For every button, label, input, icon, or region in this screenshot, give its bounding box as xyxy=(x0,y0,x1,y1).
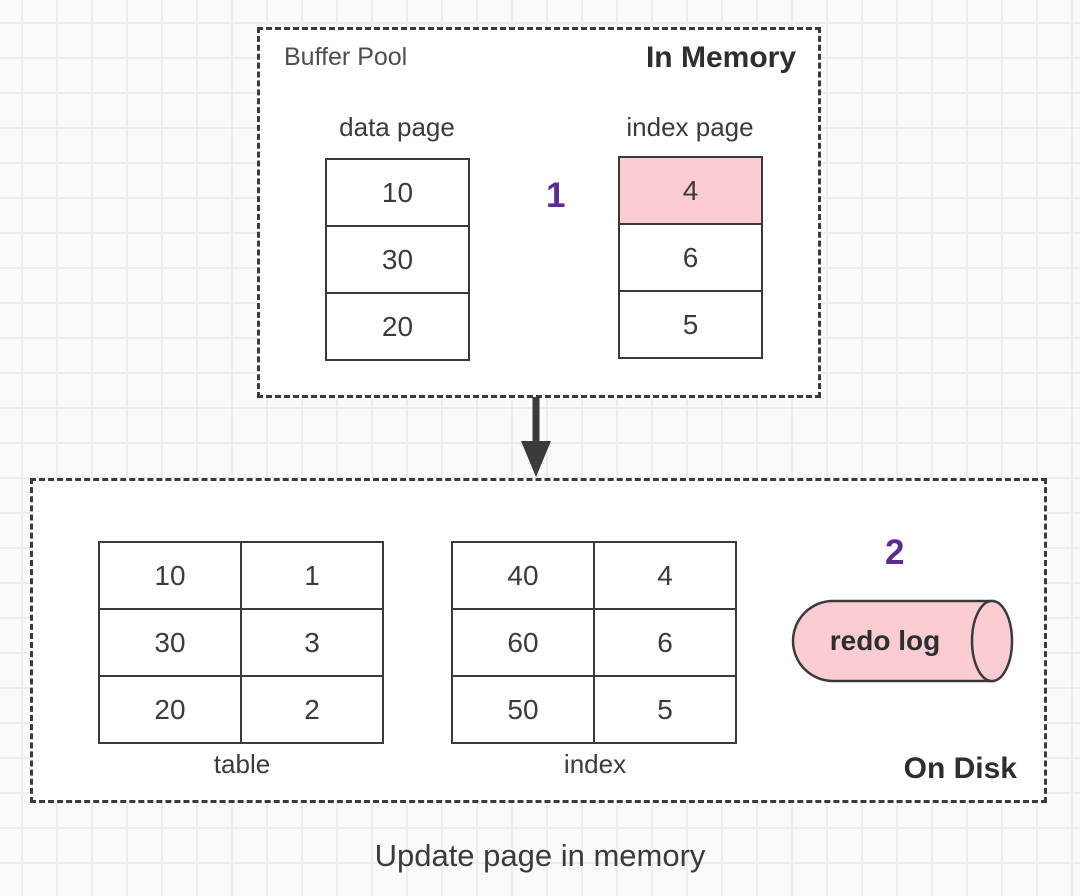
table-cell: 20 xyxy=(98,675,242,744)
index-page-cell-highlighted: 4 xyxy=(618,156,763,225)
diagram-caption: Update page in memory xyxy=(374,838,706,873)
in-memory-label: In Memory xyxy=(645,41,796,74)
data-page-cell: 30 xyxy=(325,225,470,294)
table-row: 30 3 xyxy=(98,608,384,677)
table-cell: 5 xyxy=(593,675,737,744)
step-2-marker: 2 xyxy=(885,533,905,572)
disk-index-table: 40 4 60 6 50 5 xyxy=(451,541,737,744)
down-arrow-icon xyxy=(521,397,551,477)
step-1-marker: 1 xyxy=(546,176,566,215)
table-row: 40 4 xyxy=(451,541,737,610)
table-cell: 60 xyxy=(451,608,595,677)
redo-log-label: redo log xyxy=(829,625,941,656)
table-cell: 30 xyxy=(98,608,242,677)
disk-table: 10 1 30 3 20 2 xyxy=(98,541,384,744)
data-page-title: data page xyxy=(339,112,455,142)
table-row: 50 5 xyxy=(451,675,737,744)
disk-table-caption: table xyxy=(213,749,271,779)
data-page-cell: 20 xyxy=(325,292,470,361)
data-page-cell: 10 xyxy=(325,158,470,227)
table-cell: 10 xyxy=(98,541,242,610)
in-memory-box: Buffer Pool In Memory data page 10 30 20… xyxy=(257,27,821,398)
table-row: 10 1 xyxy=(98,541,384,610)
buffer-pool-label: Buffer Pool xyxy=(284,43,408,71)
disk-index-caption: index xyxy=(563,749,627,779)
redo-log-cylinder: redo log xyxy=(788,599,1016,683)
cylinder-icon xyxy=(791,599,1014,683)
table-cell: 6 xyxy=(593,608,737,677)
table-row: 60 6 xyxy=(451,608,737,677)
table-cell: 4 xyxy=(593,541,737,610)
on-disk-box: 10 1 30 3 20 2 table 40 4 60 6 50 xyxy=(30,478,1047,803)
index-page-title: index page xyxy=(626,112,754,142)
data-page-table: 10 30 20 xyxy=(325,158,470,361)
on-disk-label: On Disk xyxy=(903,752,1017,785)
index-page-cell: 6 xyxy=(618,223,763,292)
table-cell: 3 xyxy=(240,608,384,677)
index-page-cell: 5 xyxy=(618,290,763,359)
table-cell: 50 xyxy=(451,675,595,744)
table-cell: 40 xyxy=(451,541,595,610)
index-page-table: 4 6 5 xyxy=(618,156,763,359)
table-cell: 2 xyxy=(240,675,384,744)
table-row: 20 2 xyxy=(98,675,384,744)
table-cell: 1 xyxy=(240,541,384,610)
